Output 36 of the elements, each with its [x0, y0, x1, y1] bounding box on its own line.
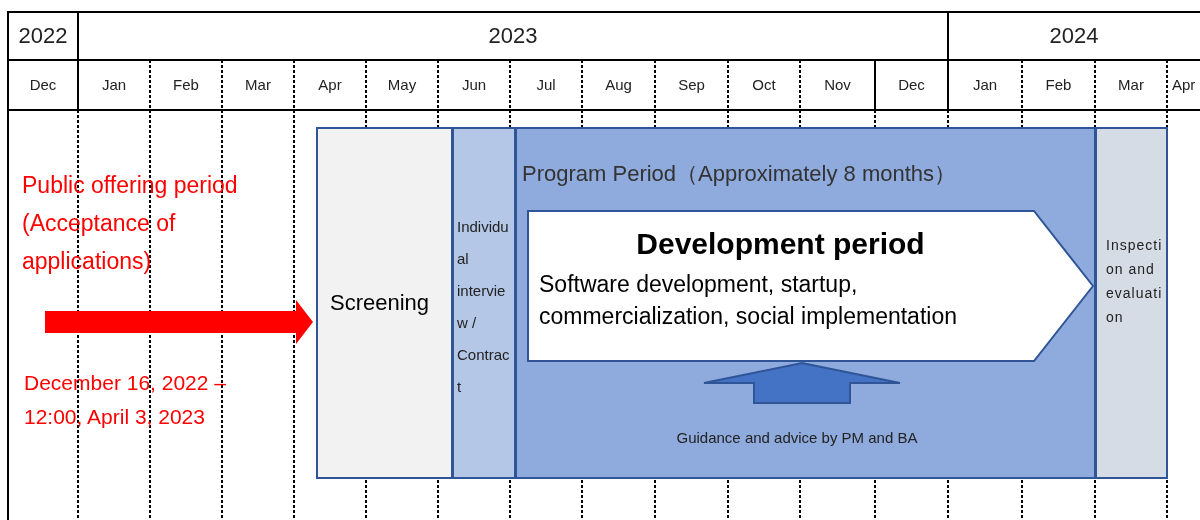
- month-label: Nov: [823, 76, 852, 94]
- arrow: [45, 300, 313, 344]
- month-label: Apr: [317, 76, 343, 94]
- year-label: 2024: [1048, 23, 1100, 49]
- box-heading: Program Period（Approximately 8 months）: [521, 160, 958, 188]
- guidance-text: Guidance and advice by PM and BA: [627, 425, 967, 451]
- contract-box: [452, 127, 516, 479]
- year-label: 2023: [487, 23, 539, 49]
- development-pentagon: [527, 210, 1094, 362]
- month-label: May: [386, 76, 418, 94]
- month-label: Jan: [971, 76, 999, 94]
- month-label: Dec: [897, 76, 926, 94]
- program-period-box: [515, 127, 1096, 479]
- month-label: Jun: [460, 76, 488, 94]
- year-label: 2022: [17, 23, 69, 49]
- month-label: Mar: [244, 76, 272, 94]
- month-label: Oct: [751, 76, 777, 94]
- date-range-text: December 16, 2022 – 12:00, April 3, 2023: [24, 370, 227, 430]
- month-label: Apr: [1171, 76, 1197, 94]
- pentagon-text: Software development, startup, commercialization, social implementation: [538, 270, 958, 331]
- period-text: Public offering period (Acceptance of applications): [22, 171, 239, 276]
- box-label: Screening: [329, 290, 430, 316]
- month-label: Mar: [1117, 76, 1145, 94]
- month-label: Jul: [535, 76, 557, 94]
- inspection-box: [1095, 127, 1168, 479]
- month-label: Aug: [604, 76, 633, 94]
- month-label: Sep: [677, 76, 706, 94]
- arrow: [703, 361, 901, 404]
- month-label: Feb: [1044, 76, 1073, 94]
- month-label: Jan: [100, 76, 128, 94]
- box-label: Individual interview / Contract: [456, 217, 511, 397]
- pentagon-heading: Development period: [635, 226, 926, 262]
- screening-box: [316, 127, 453, 479]
- box-label: Inspection and evaluation: [1105, 236, 1164, 327]
- month-label: Feb: [172, 76, 200, 94]
- month-label: Dec: [28, 76, 58, 94]
